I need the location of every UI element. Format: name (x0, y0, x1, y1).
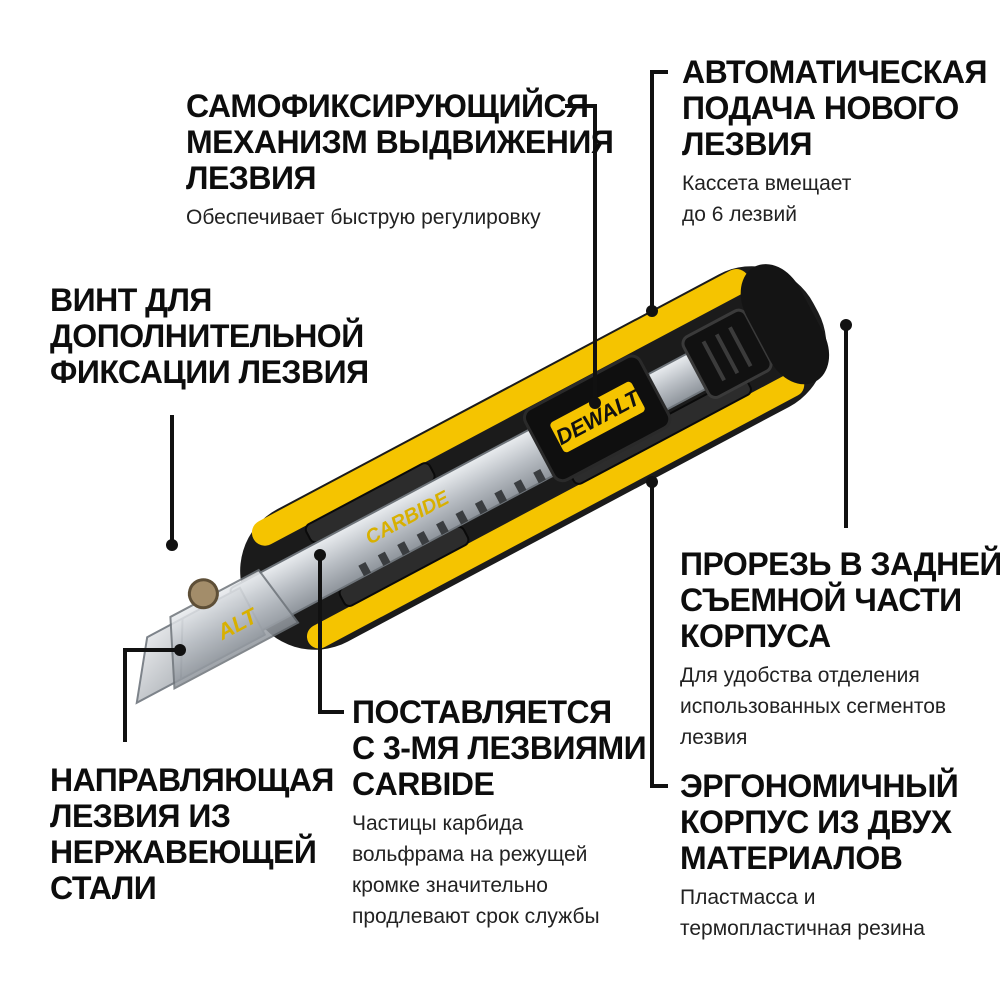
handle-yellow-bottom (306, 372, 805, 649)
end-cap (740, 264, 830, 385)
callout-auto-feed-title: АВТОМАТИЧЕСКАЯ ПОДАЧА НОВОГО ЛЕЗВИЯ (682, 54, 987, 162)
line-ergonomic (650, 482, 668, 788)
callout-ergonomic-title: ЭРГОНОМИЧНЫЙ КОРПУС ИЗ ДВУХ МАТЕРИАЛОВ (680, 768, 959, 876)
line-carbide (318, 555, 344, 714)
callout-slot-desc: Для удобства отделения использованных се… (680, 664, 947, 749)
callout-screw-title: ВИНТ ДЛЯ ДОПОЛНИТЕЛЬНОЙ ФИКСАЦИИ ЛЕЗВИЯ (50, 282, 369, 390)
callout-guide: НАПРАВЛЯЮЩАЯ ЛЕЗВИЯ ИЗ НЕРЖАВЕЮЩЕЙ СТАЛИ (50, 762, 334, 906)
callout-self-lock-title: САМОФИКСИРУЮЩИЙСЯ МЕХАНИЗМ ВЫДВИЖЕНИЯ ЛЕ… (186, 88, 614, 196)
callout-guide-title: НАПРАВЛЯЮЩАЯ ЛЕЗВИЯ ИЗ НЕРЖАВЕЮЩЕЙ СТАЛИ (50, 762, 334, 906)
callout-ergonomic-desc: Пластмасса и термопластичная резина (680, 886, 925, 940)
callout-dots (166, 305, 852, 656)
line-auto-feed (650, 70, 668, 308)
line-self-lock (565, 104, 597, 400)
callout-slot: ПРОРЕЗЬ В ЗАДНЕЙ СЪЕМНОЙ ЧАСТИ КОРПУСА Д… (680, 546, 1000, 753)
callout-lines (123, 70, 848, 788)
lock-screw (187, 578, 219, 610)
callout-self-lock-desc: Обеспечивает быструю регулировку (186, 206, 541, 229)
callout-slot-title: ПРОРЕЗЬ В ЗАДНЕЙ СЪЕМНОЙ ЧАСТИ КОРПУСА (680, 546, 1000, 654)
callout-self-lock: САМОФИКСИРУЮЩИЙСЯ МЕХАНИЗМ ВЫДВИЖЕНИЯ ЛЕ… (186, 88, 614, 233)
callout-auto-feed: АВТОМАТИЧЕСКАЯ ПОДАЧА НОВОГО ЛЕЗВИЯ Касс… (682, 54, 987, 230)
callout-auto-feed-desc: Кассета вмещает до 6 лезвий (682, 172, 852, 226)
handle-yellow-top (251, 269, 750, 546)
callout-ergonomic: ЭРГОНОМИЧНЫЙ КОРПУС ИЗ ДВУХ МАТЕРИАЛОВ П… (680, 768, 959, 944)
front-guide (169, 568, 300, 691)
callout-carbide-desc: Частицы карбида вольфрама на режущей кро… (352, 812, 600, 928)
callout-carbide: ПОСТАВЛЯЕТСЯ С 3-МЯ ЛЕЗВИЯМИ CARBIDE Час… (352, 694, 647, 932)
callout-carbide-title: ПОСТАВЛЯЕТСЯ С 3-МЯ ЛЕЗВИЯМИ CARBIDE (352, 694, 647, 802)
callout-screw: ВИНТ ДЛЯ ДОПОЛНИТЕЛЬНОЙ ФИКСАЦИИ ЛЕЗВИЯ (50, 282, 369, 390)
line-guide (123, 648, 180, 742)
